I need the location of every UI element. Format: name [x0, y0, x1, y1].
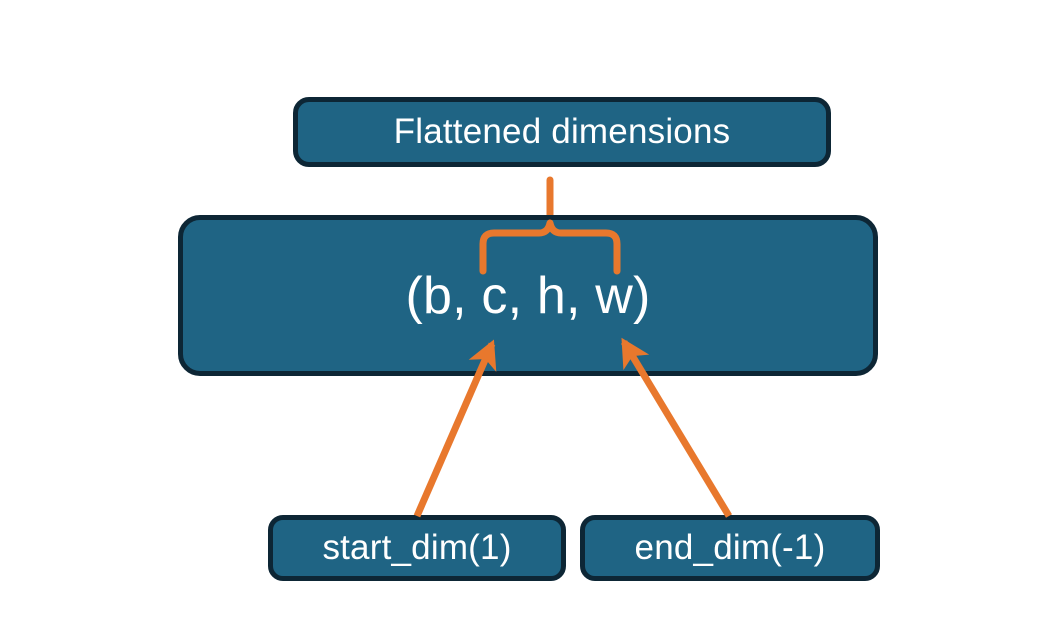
node-end-dim-label: end_dim(-1) — [634, 528, 826, 567]
node-tensor-shape-label: (b, c, h, w) — [405, 266, 651, 325]
node-flattened-dimensions-label: Flattened dimensions — [393, 112, 731, 151]
node-tensor-shape[interactable]: (b, c, h, w) — [178, 215, 878, 376]
node-flattened-dimensions[interactable]: Flattened dimensions — [293, 97, 831, 167]
node-end-dim[interactable]: end_dim(-1) — [580, 515, 880, 581]
node-start-dim-label: start_dim(1) — [322, 528, 512, 567]
node-start-dim[interactable]: start_dim(1) — [268, 515, 566, 581]
